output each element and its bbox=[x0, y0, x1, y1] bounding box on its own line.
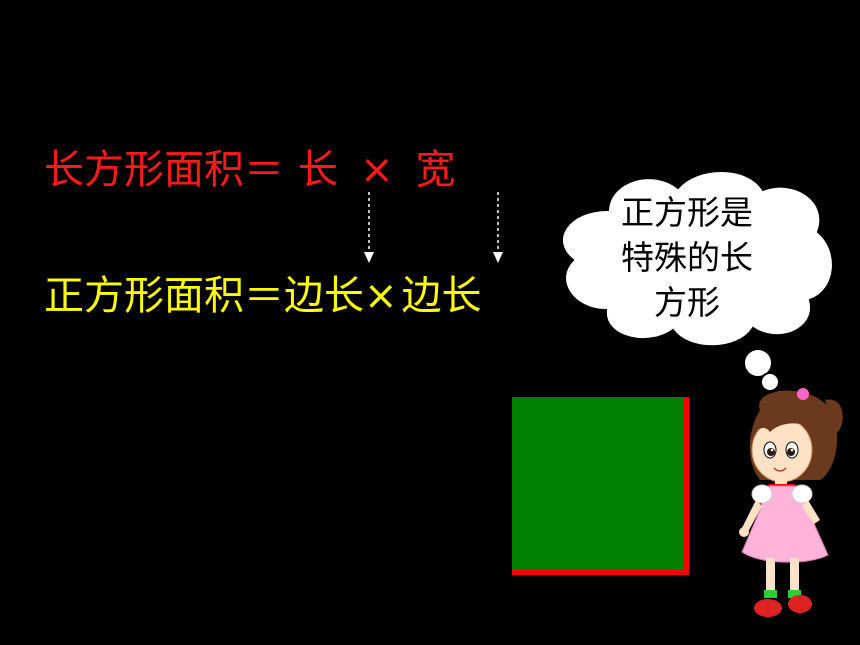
green-square bbox=[512, 397, 689, 575]
square-side-term: 边长 bbox=[401, 273, 482, 319]
square-area-lhs: 正方形面积＝ bbox=[44, 273, 284, 319]
rectangle-area-lhs: 长方形面积＝ bbox=[44, 147, 284, 193]
rectangle-times-sign: × bbox=[360, 147, 394, 193]
down-arrow-icon bbox=[493, 192, 503, 263]
girl-illustration bbox=[739, 388, 843, 617]
rectangle-width-term: 宽 bbox=[415, 147, 456, 193]
thought-bubble-line: 特殊的长 bbox=[621, 238, 753, 277]
thought-bubble-line: 正方形是 bbox=[621, 193, 753, 232]
down-arrow-icon bbox=[364, 192, 374, 263]
thought-bubble-text: 正方形是 特殊的长 方形 bbox=[592, 190, 782, 325]
rectangle-area-formula: 长方形面积＝ 长 × 宽 bbox=[44, 150, 456, 190]
square-area-formula: 正方形面积＝边长×边长 bbox=[44, 276, 482, 316]
square-side-term: 边长 bbox=[284, 273, 364, 319]
rectangle-length-term: 长 bbox=[298, 147, 338, 193]
thought-bubble-line: 方形 bbox=[654, 283, 720, 322]
square-times-sign: × bbox=[364, 273, 398, 319]
